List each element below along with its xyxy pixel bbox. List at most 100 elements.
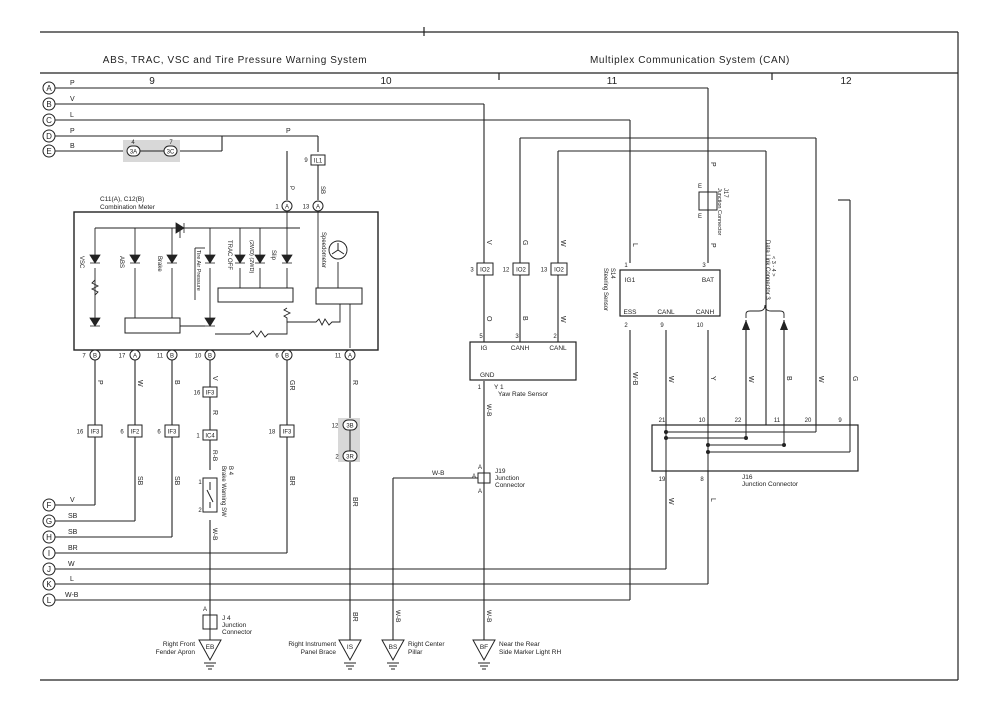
- indicator-label: TRAC OFF: [226, 240, 232, 270]
- component-id: J19: [495, 468, 506, 475]
- wire-color: SB: [173, 476, 180, 486]
- pin-number: 11: [774, 418, 781, 424]
- pin-number: 9: [838, 418, 842, 424]
- junction-label: 3A: [130, 150, 137, 156]
- component-label: Junction Connector: [742, 481, 799, 488]
- ground-code: IS: [347, 644, 354, 651]
- meter-subtitle: Combination Meter: [100, 204, 156, 211]
- component-id: J16: [742, 474, 753, 481]
- component-label: Steering Sensor: [602, 268, 608, 311]
- pin-number: 3: [515, 334, 519, 340]
- wire-color: BR: [351, 497, 358, 507]
- pin-number: 11: [335, 354, 342, 360]
- pin-number: 9: [304, 158, 308, 164]
- bus-letter: A: [46, 84, 52, 93]
- meter-title: C11(A), C12(B): [100, 196, 144, 203]
- wire-color: W: [667, 498, 674, 505]
- connector-label: IF3: [168, 430, 177, 436]
- indicator-label: VSC: [78, 256, 84, 269]
- wire-color: W: [68, 561, 75, 568]
- pin-number: 8: [700, 477, 704, 483]
- pin-number: 18: [269, 430, 276, 436]
- pin-letter: A: [478, 465, 482, 471]
- pin-letter: E: [698, 184, 702, 190]
- wire-color: W: [559, 316, 566, 323]
- component-label: Connector: [222, 629, 253, 636]
- connector-label: IO2: [480, 268, 490, 274]
- pin-name: CANH: [696, 309, 715, 316]
- pin-number: 2: [335, 455, 339, 461]
- wire-color: BR: [351, 612, 358, 622]
- pin-number: 1: [196, 434, 200, 440]
- connector-label: IF3: [91, 430, 100, 436]
- indicator-label: ABS: [118, 256, 124, 268]
- wire-color: SB: [68, 513, 78, 520]
- component-id: J 4: [222, 615, 231, 622]
- wire-color: W: [667, 376, 674, 383]
- ground-location: Pillar: [408, 649, 423, 656]
- wire-color: P: [70, 128, 75, 135]
- wire-color: W-B: [432, 470, 445, 477]
- pin-number: 1: [198, 480, 202, 486]
- component-label: Junction: [222, 622, 247, 629]
- pin-number: 19: [659, 477, 666, 483]
- ground-code: BS: [389, 644, 398, 651]
- pin-number: 9: [660, 323, 664, 329]
- conn-letter: A: [348, 354, 352, 360]
- indicator-label: Brake: [156, 256, 162, 272]
- wire-color: G: [521, 240, 528, 245]
- pin-number: 16: [77, 430, 84, 436]
- wire-color: V: [211, 376, 218, 381]
- column-label: 10: [380, 76, 392, 87]
- connector-label: IO2: [516, 268, 526, 274]
- bus-letter: F: [47, 501, 52, 510]
- wire-color: V: [485, 240, 492, 245]
- pin-number: 1: [275, 205, 279, 211]
- ground-location: Panel Brace: [301, 649, 337, 656]
- component-id: S14: [609, 268, 615, 279]
- pin-number: 2: [624, 323, 628, 329]
- connector-label: IO2: [554, 268, 564, 274]
- right-section-title: Multiplex Communication System (CAN): [590, 55, 790, 66]
- combination-meter-box: [73, 211, 379, 351]
- speedometer-label: Speedometer: [320, 232, 326, 268]
- pin-number: 1: [624, 263, 628, 269]
- wire-color: B: [70, 143, 75, 150]
- wire-color: W-B: [485, 610, 492, 623]
- connector-label: IF3: [206, 391, 215, 397]
- bus-letter: H: [46, 533, 52, 542]
- pin-number: 20: [805, 418, 812, 424]
- wire-color: P: [96, 380, 103, 385]
- dlc-sublabel: < 3 - 4 >: [770, 256, 776, 277]
- bus-letter: C: [46, 116, 52, 125]
- component-label: Junction Connector: [716, 188, 722, 236]
- conn-letter: A: [285, 205, 289, 211]
- pin-number: 6: [120, 430, 124, 436]
- wire-color: B: [785, 376, 792, 381]
- bus-letter: B: [46, 100, 51, 109]
- pin-number: 1: [478, 385, 482, 391]
- indicator-label: Tire Air Pressure: [195, 250, 201, 291]
- pin-number: 13: [303, 205, 310, 211]
- indicator-label: Slip: [270, 250, 276, 261]
- pin-number: 12: [332, 424, 339, 430]
- pin-number: 3: [470, 268, 474, 274]
- wire-color: SB: [319, 186, 325, 194]
- ground-code: EB: [206, 644, 215, 651]
- component-label: Connector: [495, 482, 526, 489]
- component-id: B 4: [227, 466, 233, 476]
- wire-color: V: [70, 497, 75, 504]
- wire-color: SB: [136, 476, 143, 486]
- pin-letter: A: [203, 607, 207, 613]
- wire-color: BR: [288, 476, 295, 486]
- wire-color: L: [709, 498, 716, 502]
- ground-location: Right Instrument: [288, 641, 336, 648]
- conn-letter: B: [93, 354, 97, 360]
- pin-number: 2: [198, 508, 202, 514]
- wire-color: G: [851, 376, 858, 381]
- component-label: Brake Warning SW: [220, 466, 226, 517]
- pin-number: 2: [553, 334, 557, 340]
- wire-color: GR: [288, 380, 295, 391]
- wire-color: W-B: [631, 372, 638, 386]
